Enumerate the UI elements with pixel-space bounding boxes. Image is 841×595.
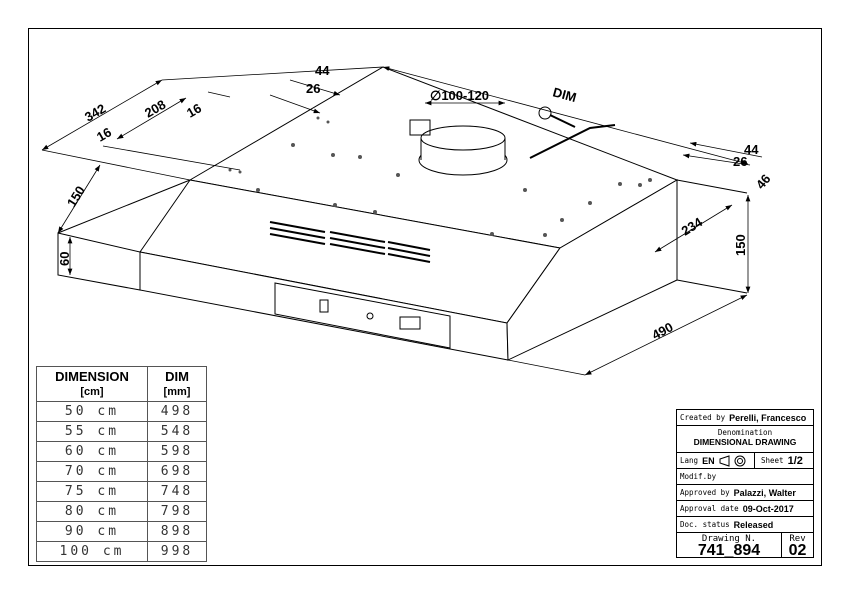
size-table-header: DIMENSION[cm] DIM[mm]	[36, 366, 207, 402]
revision: 02	[788, 542, 807, 559]
dim-150-right: 150	[733, 234, 748, 256]
sheet: 1/2	[787, 454, 803, 467]
size-cell: 100 cm	[36, 541, 148, 562]
dim-cell: 898	[147, 521, 207, 542]
size-cell: 60 cm	[36, 441, 148, 462]
header-dimension-unit: [cm]	[80, 385, 104, 398]
header-dim-unit: [mm]	[163, 385, 191, 398]
dim-44-left: 44	[315, 63, 330, 78]
control-panel	[274, 282, 451, 349]
denomination: DIMENSIONAL DRAWING	[693, 437, 797, 447]
dim-cell: 598	[147, 441, 207, 462]
created-by: Perelli, Francesco	[729, 412, 807, 423]
size-cell: 90 cm	[36, 521, 148, 542]
dim-16-left: 16	[94, 124, 114, 144]
approved-by: Palazzi, Walter	[733, 487, 796, 498]
dim-26-right: 26	[733, 154, 747, 169]
dim-cell: 798	[147, 501, 207, 522]
modif-row: Modif.by	[677, 469, 813, 485]
dim-cell: 548	[147, 421, 207, 442]
mounting-holes	[228, 116, 652, 237]
language: EN	[702, 455, 715, 466]
dim-cell: 498	[147, 401, 207, 422]
header-dim: DIM	[165, 368, 189, 384]
dim-16-top: 16	[184, 100, 204, 120]
drawing-number-row: Drawing N. 741_894 Rev 02	[677, 533, 813, 559]
drawing-number: 741_894	[697, 542, 761, 559]
size-cell: 70 cm	[36, 461, 148, 482]
dim-342: 342	[82, 101, 108, 125]
size-cell: 55 cm	[36, 421, 148, 442]
header-dimension: DIMENSION	[55, 368, 129, 384]
projection-symbol-icon	[719, 454, 746, 467]
dimension-lines	[41, 66, 763, 376]
size-cell: 75 cm	[36, 481, 148, 502]
size-cell: 50 cm	[36, 401, 148, 422]
dim-cell: 748	[147, 481, 207, 502]
size-cell: 80 cm	[36, 501, 148, 522]
denomination-row: Denomination DIMENSIONAL DRAWING	[677, 426, 813, 453]
vent-grilles	[269, 221, 431, 263]
dim-46: 46	[753, 171, 774, 192]
doc-status: Released	[733, 519, 774, 530]
dim-26-left: 26	[306, 81, 320, 96]
dim-60: 60	[57, 252, 72, 266]
dim-150-left: 150	[64, 183, 88, 209]
dim-44-right: 44	[744, 142, 759, 157]
dim-dim-label: DIM	[551, 84, 578, 105]
drawing-frame	[28, 28, 822, 566]
dim-cell: 998	[147, 541, 207, 562]
dim-208: 208	[142, 97, 168, 121]
dim-duct-diameter: ∅100-120	[430, 88, 489, 103]
dim-cell: 698	[147, 461, 207, 482]
dim-490: 490	[649, 319, 675, 342]
approval-date: 09-Oct-2017	[742, 503, 794, 514]
